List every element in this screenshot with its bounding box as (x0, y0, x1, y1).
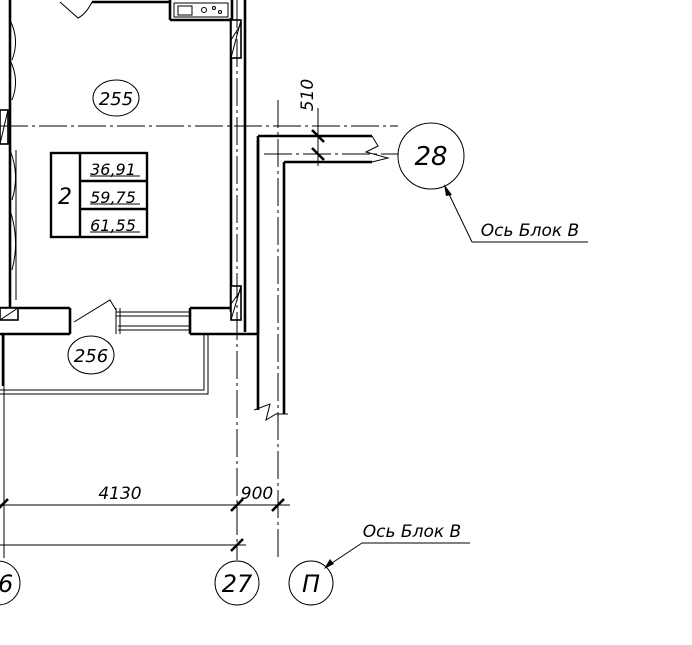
callout-leaders (324, 184, 588, 569)
balcony (0, 334, 209, 395)
axis-lines (0, 0, 398, 560)
axis-marker-28 (397, 122, 465, 190)
stove-icon (173, 2, 229, 18)
axis-marker-26 (0, 560, 21, 606)
apartment-area-table (49, 151, 149, 239)
axis-marker-27 (214, 560, 260, 606)
door-swing-balcony (73, 299, 117, 323)
area-total: 59,75 (90, 188, 136, 207)
wall-columns (0, 19, 242, 321)
window (115, 308, 190, 334)
callout-text-upper: Ось Блок В (481, 221, 579, 241)
room-number-256: 256 (74, 346, 108, 367)
room-tag-256 (67, 335, 115, 375)
area-total-with-balcony: 61,55 (90, 216, 136, 235)
axis-marker-p (288, 560, 334, 606)
door-swing-top (59, 1, 93, 19)
axis-label-27: 27 (222, 570, 253, 598)
axis-label-26: 26 (0, 570, 13, 598)
left-wall-details (9, 19, 17, 300)
dimension-lines (0, 108, 330, 552)
dimension-span: 4130 (98, 484, 141, 504)
area-living: 36,91 (90, 160, 136, 179)
callout-text-lower: Ось Блок В (363, 522, 461, 542)
rooms-count: 2 (58, 185, 72, 210)
axis-label-28: 28 (414, 142, 447, 172)
dimension-offset: 510 (298, 79, 318, 111)
adjacent-block-walls (253, 134, 390, 422)
dimension-gap: 900 (241, 484, 273, 504)
room-tag-255 (92, 79, 140, 117)
axis-label-p: П (302, 570, 320, 598)
room-number-255: 255 (99, 89, 133, 110)
